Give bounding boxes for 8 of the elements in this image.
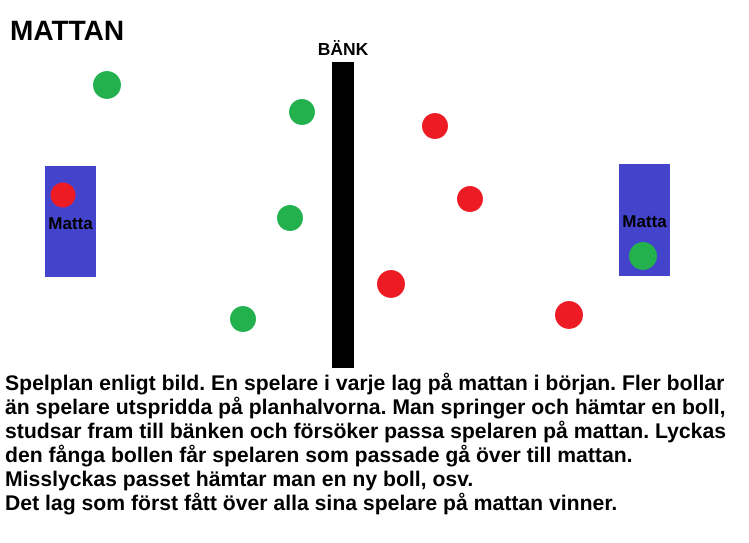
mat <box>45 166 96 277</box>
mat-label: Matta <box>621 212 668 232</box>
diagram-title: MATTAN <box>10 14 124 48</box>
description-paragraph: Spelplan enligt bild. En spelare i varje lag på mattan i början. Fler bollar än spelare utspridda på planhalvorna. Man springer och hämtar en boll, studsar fram till bänken och försöker passa spelaren på mattan. Lyckas den fånga bollen får spelaren som passade gå över till mattan. <box>5 372 728 468</box>
description-paragraph: Det lag som först fått över alla sina spelare på mattan vinner. <box>5 492 618 516</box>
bench-label: BÄNK <box>318 39 368 59</box>
mat-label: Matta <box>47 214 94 234</box>
description-paragraph: Misslyckas passet hämtar man en ny boll, osv. <box>5 468 474 492</box>
